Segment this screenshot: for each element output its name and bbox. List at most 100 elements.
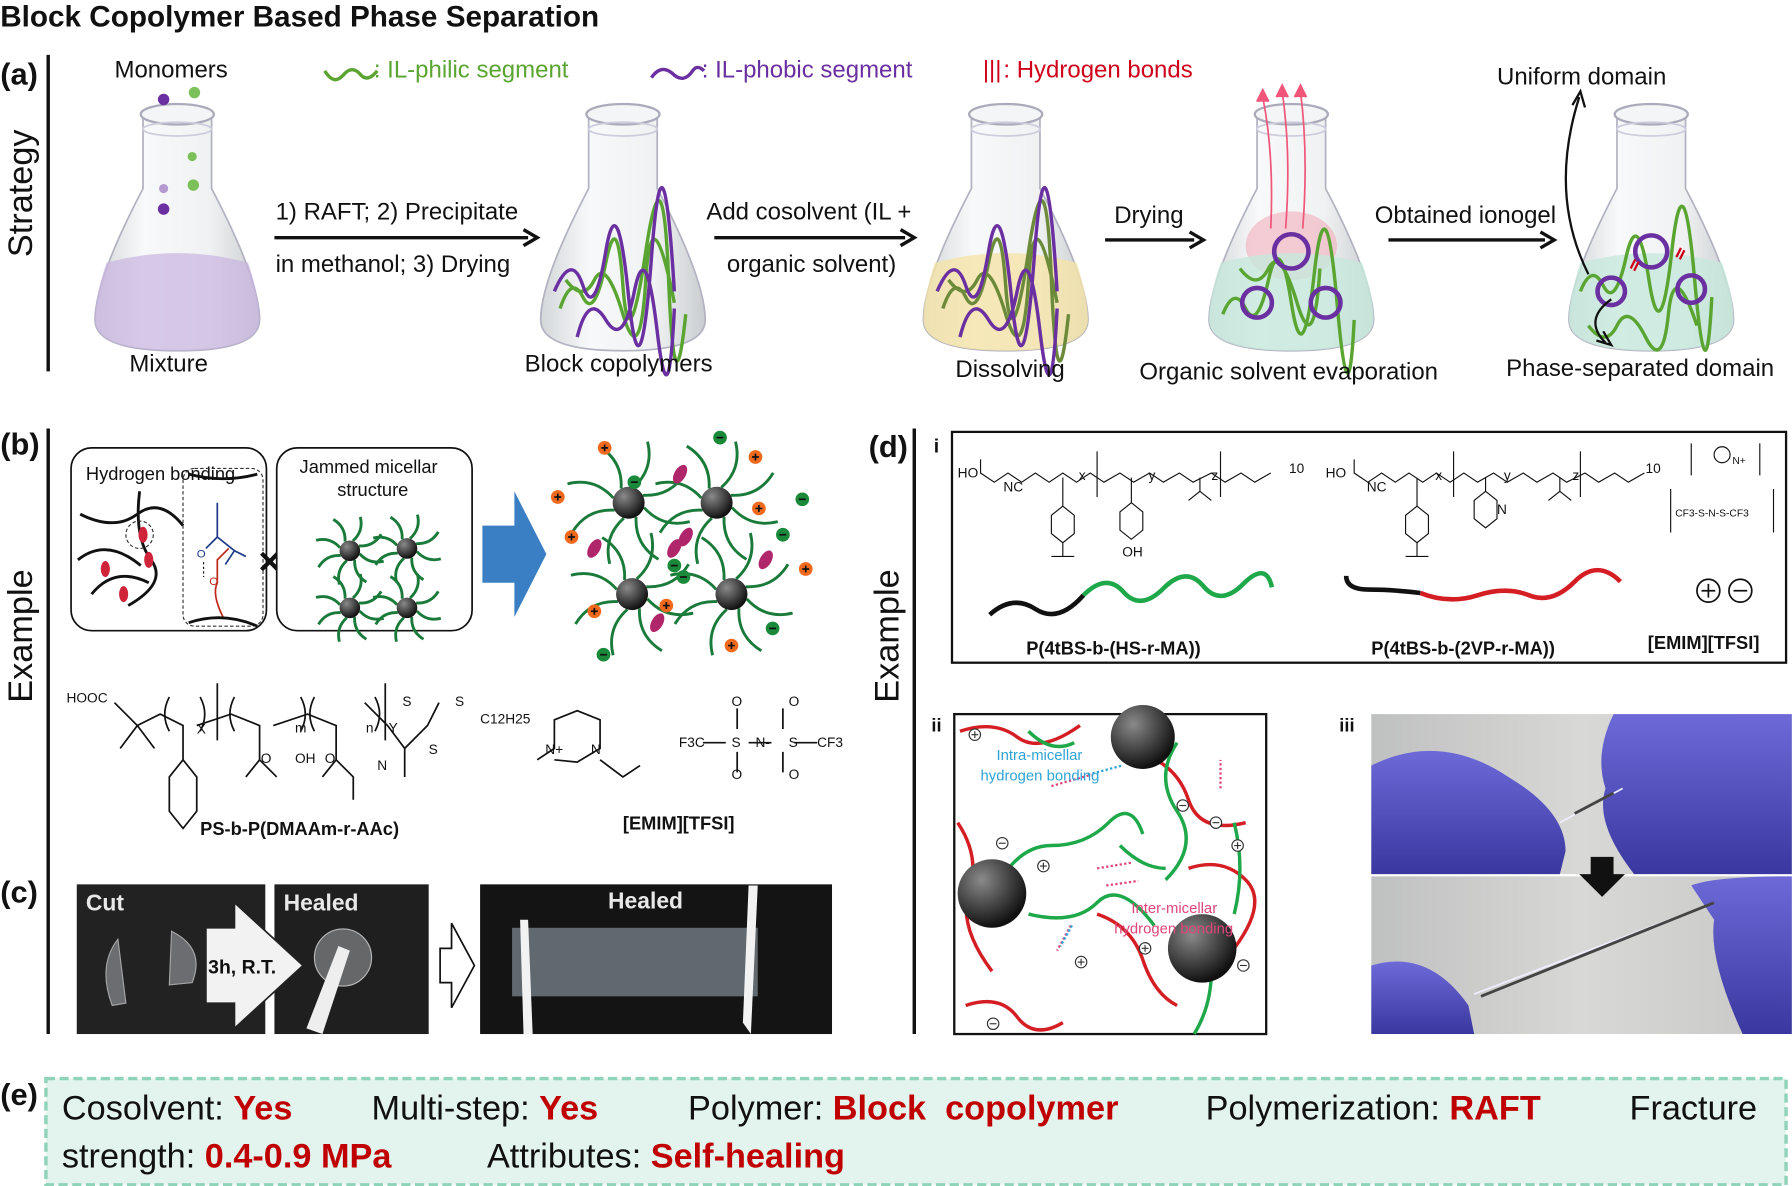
multistep-value: Yes bbox=[539, 1090, 598, 1128]
step-arrow-2: Add cosolvent (IL + organic solvent) bbox=[706, 198, 918, 278]
micelle-core bbox=[1167, 914, 1237, 983]
flask-block-copolymers bbox=[539, 102, 707, 377]
jammed-micellar-box: Jammed micellar structure bbox=[275, 447, 473, 643]
atom-label: S bbox=[789, 735, 798, 750]
subpanel-ii-illustration: Intra-micellar hydrogen bonding Inter-mi… bbox=[953, 704, 1268, 1036]
subpanel-ii-label: ii bbox=[931, 714, 941, 735]
example-label-b: Example bbox=[2, 569, 40, 702]
atom-o: O bbox=[197, 549, 206, 561]
stretch-arrow-small bbox=[1574, 791, 1615, 815]
inter-micellar-label-1: Inter-micellar bbox=[1131, 901, 1217, 917]
flask-label-dissolving: Dissolving bbox=[955, 356, 1064, 383]
step-arrow-1: 1) RAFT; 2) Precipitate in methanol; 3) … bbox=[274, 198, 541, 278]
atom-o: O bbox=[209, 576, 218, 588]
atom-label: HOOC bbox=[66, 691, 107, 706]
atom-label: N bbox=[377, 758, 387, 773]
micelle-core bbox=[612, 486, 645, 519]
jammed-title-line1: Jammed micellar bbox=[300, 456, 438, 477]
tfsi-anion-structure: F3C S N- S CF3 O O O O bbox=[679, 694, 844, 782]
inter-micellar-label-2: hydrogen bonding bbox=[1114, 921, 1233, 937]
flask-ionogel bbox=[1567, 102, 1735, 352]
photo-healed-stretched: Healed bbox=[480, 884, 833, 1035]
atom-label: S bbox=[429, 742, 438, 757]
atom-label: C12H25 bbox=[480, 711, 531, 726]
step-2-line1: Add cosolvent (IL + bbox=[706, 198, 911, 225]
atom-label: O bbox=[731, 694, 742, 709]
flask-label-phase-separated: Phase-separated domain bbox=[1506, 355, 1774, 382]
micelle-core bbox=[616, 578, 649, 611]
micelle-core bbox=[339, 540, 361, 562]
step-arrow-3: Drying bbox=[1105, 202, 1207, 250]
summary-line-2: strength: 0.4-0.9 MPa Attributes: Self-h… bbox=[62, 1138, 845, 1176]
micelle bbox=[567, 441, 691, 565]
subpanel-iii-label: iii bbox=[1339, 714, 1354, 735]
strength-label: strength: bbox=[62, 1138, 205, 1176]
atom-label: NC bbox=[1367, 479, 1387, 494]
atom-label: OH bbox=[1122, 544, 1143, 559]
intra-micellar-label-1: Intra-micellar bbox=[997, 748, 1083, 764]
multistep-label: Multi-step: bbox=[372, 1090, 540, 1128]
micelle-core bbox=[957, 859, 1027, 928]
polymer2-structure bbox=[1353, 451, 1645, 558]
uniform-domain-arrow bbox=[1564, 96, 1590, 275]
micelle-core bbox=[396, 597, 418, 619]
fracture-strength-value: 0.4-0.9 MPa bbox=[205, 1138, 393, 1176]
micelle bbox=[315, 516, 385, 585]
polymer1-atoms: HO NC x y z OH 10 bbox=[958, 461, 1305, 559]
flask-mixture bbox=[93, 86, 261, 352]
strategy-label: Strategy bbox=[2, 129, 40, 257]
hbond-pair bbox=[587, 539, 602, 558]
ps-b-p-dmaam-r-aac-structure bbox=[113, 683, 440, 830]
atom-label: S bbox=[402, 694, 411, 709]
panel-d: (d) Example i HO NC x y z OH 10 HO NC x … bbox=[868, 428, 1792, 1036]
atom-label: HO bbox=[958, 466, 979, 481]
panel-b: (b) Example Hydrogen bonding O O × Jamme… bbox=[0, 427, 844, 1035]
il-philic-squiggle-icon bbox=[323, 68, 379, 82]
polymer1-structure bbox=[979, 451, 1272, 558]
atom-label: X bbox=[197, 722, 206, 737]
step-2-line2: organic solvent) bbox=[727, 251, 896, 278]
panel-a-label: (a) bbox=[0, 57, 38, 92]
atom-label: S bbox=[455, 694, 464, 709]
atom-label: m bbox=[295, 720, 306, 735]
polymer-label: Polymer: bbox=[688, 1090, 833, 1128]
atom-label: NC bbox=[1003, 479, 1023, 494]
attributes-value: Self-healing bbox=[651, 1138, 845, 1176]
micelle-core bbox=[339, 597, 361, 619]
micelle-core bbox=[396, 538, 418, 559]
il-phobic-squiggle-icon bbox=[650, 65, 706, 80]
atom-label: N+ bbox=[545, 742, 563, 757]
polymer2-name: P(4tBS-b-(2VP-r-MA)) bbox=[1371, 638, 1555, 659]
monomers-label: Monomers bbox=[114, 57, 227, 84]
cross-icon: × bbox=[258, 541, 281, 584]
atom-label: CF3 bbox=[817, 735, 843, 750]
atom-label: O bbox=[261, 751, 272, 766]
polymer2-atoms: HO NC x y z N 10 bbox=[1326, 461, 1662, 517]
attributes-label: Attributes: bbox=[487, 1138, 651, 1176]
polymer2-chain-red bbox=[1419, 567, 1623, 602]
micellar-network-illustration bbox=[550, 430, 813, 662]
jammed-title-line2: structure bbox=[337, 479, 408, 500]
emim-tfsi-structure-d: N+ CF3-S-N-S-CF3 bbox=[1670, 443, 1775, 533]
monomer-green bbox=[188, 86, 201, 99]
heal-time-label: 3h, R.T. bbox=[208, 956, 276, 978]
summary-box bbox=[44, 1076, 1788, 1186]
step-1-line2: in methanol; 3) Drying bbox=[276, 251, 511, 278]
micelle bbox=[570, 532, 694, 656]
polymer1-chain-black bbox=[988, 593, 1086, 617]
subpanel-i-box bbox=[950, 430, 1788, 664]
panel-d-label: (d) bbox=[869, 429, 908, 464]
hbond-pair bbox=[758, 550, 773, 570]
ps-b-p-structure-atoms: HOOC X m n Y S S S C12H25 O OH O N bbox=[66, 691, 530, 773]
flask-label-mixture: Mixture bbox=[129, 350, 208, 377]
atom-label: S bbox=[731, 735, 740, 750]
flask-dissolving bbox=[922, 102, 1090, 377]
hydrogen-bonding-box: Hydrogen bonding O O bbox=[70, 447, 268, 632]
micelle bbox=[315, 573, 385, 643]
atom-label: O bbox=[789, 767, 800, 782]
atom-label: O bbox=[325, 751, 336, 766]
atom-label: y bbox=[1149, 468, 1156, 483]
intra-micellar-label-2: hydrogen bonding bbox=[981, 768, 1100, 784]
fracture-label: Fracture bbox=[1630, 1090, 1758, 1128]
